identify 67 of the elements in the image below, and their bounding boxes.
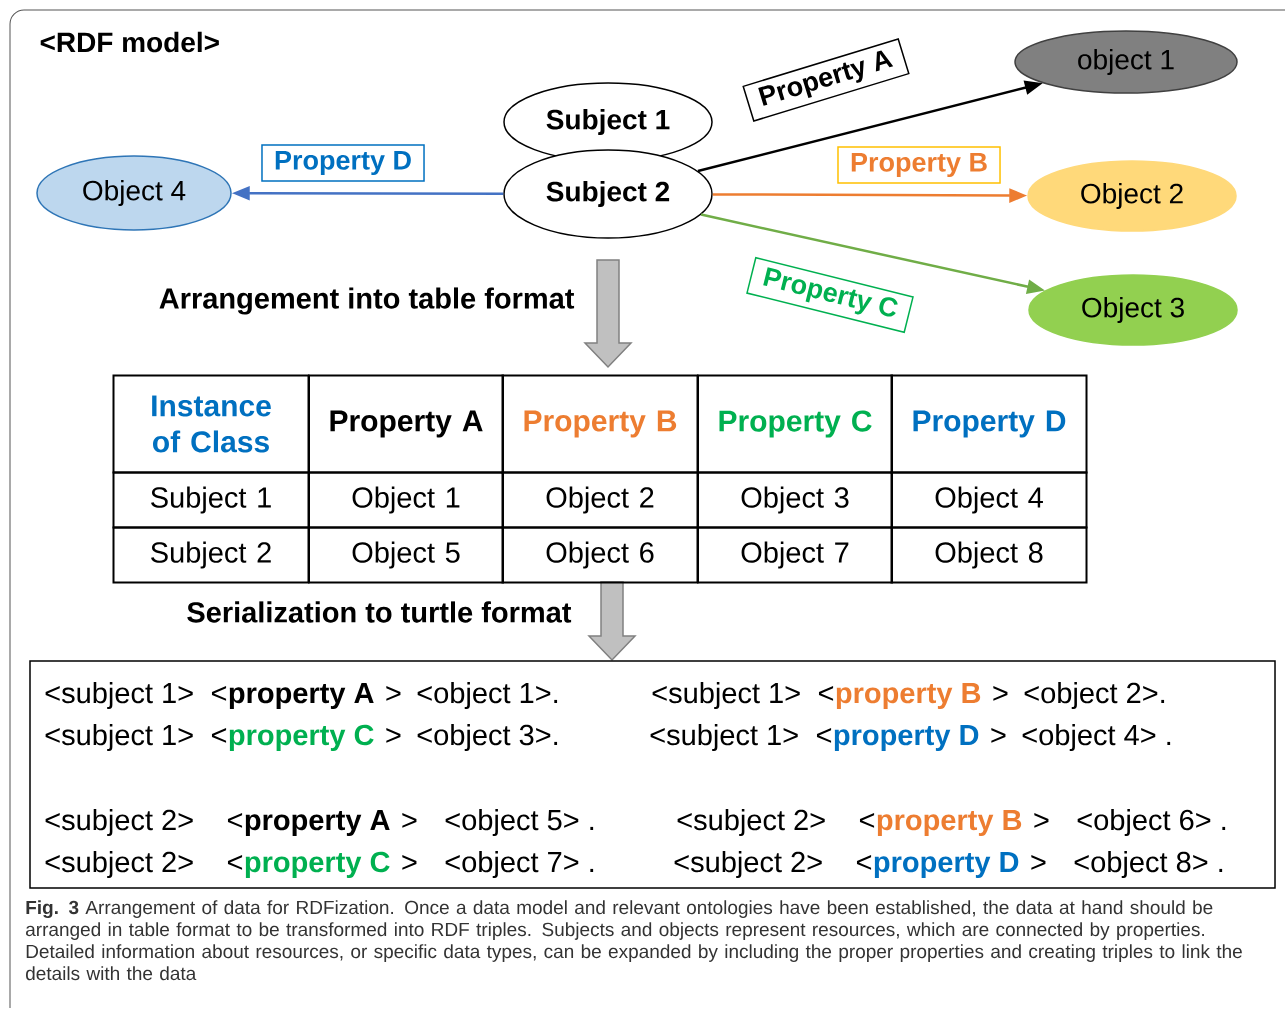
table-cell: Object 8 (890, 526, 1088, 584)
edge-label: Property D (275, 150, 411, 176)
code-text: <subject 2> (677, 809, 825, 837)
ellipse-node: object 1 (1014, 30, 1238, 94)
code-text: <subject 1> (45, 724, 193, 752)
code-text: <object 8> . (1074, 851, 1223, 879)
code-text: <subject 1> (652, 682, 800, 710)
code-text: > (1031, 855, 1046, 870)
code-text: <subject 2> (45, 809, 193, 837)
code-text: <object 1>. (417, 682, 558, 710)
table-cell: Property C (697, 374, 893, 474)
code-text: <subject 2> (674, 851, 822, 879)
table-cell: Object 1 (308, 471, 504, 529)
code-text: property D (834, 725, 979, 752)
code-text: < (211, 686, 227, 701)
section-label: Serialization to turtle format (187, 601, 572, 623)
code-text: > (402, 855, 417, 870)
code-text: property B (877, 810, 1022, 837)
ellipse-node: Subject 1 (503, 82, 713, 162)
code-text: <object 6> . (1077, 809, 1226, 837)
code-text: <object 5> . (445, 809, 594, 837)
code-text: > (386, 686, 401, 701)
code-text: > (402, 813, 417, 828)
table-cell: Subject 1 (112, 471, 310, 529)
code-text: <object 7> . (445, 851, 594, 879)
code-text: property C (245, 851, 390, 879)
table-cell: Instance of Class (112, 374, 310, 474)
code-text: > (1034, 813, 1049, 828)
table-cell: Object 5 (308, 526, 504, 584)
table-cell: Object 4 (890, 471, 1088, 529)
heading: <RDF model> (40, 31, 219, 53)
code-text: < (819, 686, 834, 701)
caption: Fig. 3 Arrangement of data for RDFization. Once a data model and relevant ontologies have been established, the data at hand should be arranged in table format to be transformed into RDF triples. Subjects and objects represent resources, which are connected by properties. Detailed information about resources, or specific data types, can be expanded by including the proper properties and creating triples to link the details with the data (26, 900, 1242, 981)
code-text: <subject 1> (45, 682, 193, 710)
code-text: > (386, 728, 401, 743)
code-text: <subject 2> (45, 851, 193, 879)
table-cell: Subject 2 (112, 526, 310, 584)
code-text: property D (874, 852, 1019, 879)
code-text: <object 2>. (1024, 682, 1165, 710)
section-label: Arrangement into table format (159, 287, 575, 315)
table-cell: Property A (308, 374, 504, 474)
code-text: < (211, 728, 227, 743)
code-text: property B (836, 683, 981, 710)
code-text: <subject 1> (650, 724, 798, 752)
ellipse-node: Object 4 (36, 155, 232, 231)
table-cell: Property D (890, 374, 1088, 474)
code-text: <object 4> . (1022, 724, 1171, 752)
table-cell: Property B (501, 374, 699, 474)
code-text: property C (229, 724, 374, 752)
code-text: > (993, 686, 1008, 701)
code-text: property A (245, 810, 390, 837)
table-cell: Object 6 (501, 526, 699, 584)
table-cell: Object 2 (501, 471, 699, 529)
code-text: < (817, 728, 832, 743)
ellipse-node: Object 2 (1027, 160, 1237, 232)
code-text: < (857, 855, 872, 870)
code-text: < (227, 855, 243, 870)
code-text: property A (229, 683, 374, 710)
code-text: < (860, 813, 875, 828)
table-cell: Object 3 (697, 471, 893, 529)
edge-label: Property B (851, 152, 987, 178)
ellipse-node: Object 3 (1028, 274, 1238, 346)
code-text: <object 3>. (417, 724, 558, 752)
code-text: < (227, 813, 243, 828)
code-text: > (991, 728, 1006, 743)
ellipse-node: Subject 2 (503, 149, 713, 239)
table-cell: Object 7 (697, 526, 893, 584)
